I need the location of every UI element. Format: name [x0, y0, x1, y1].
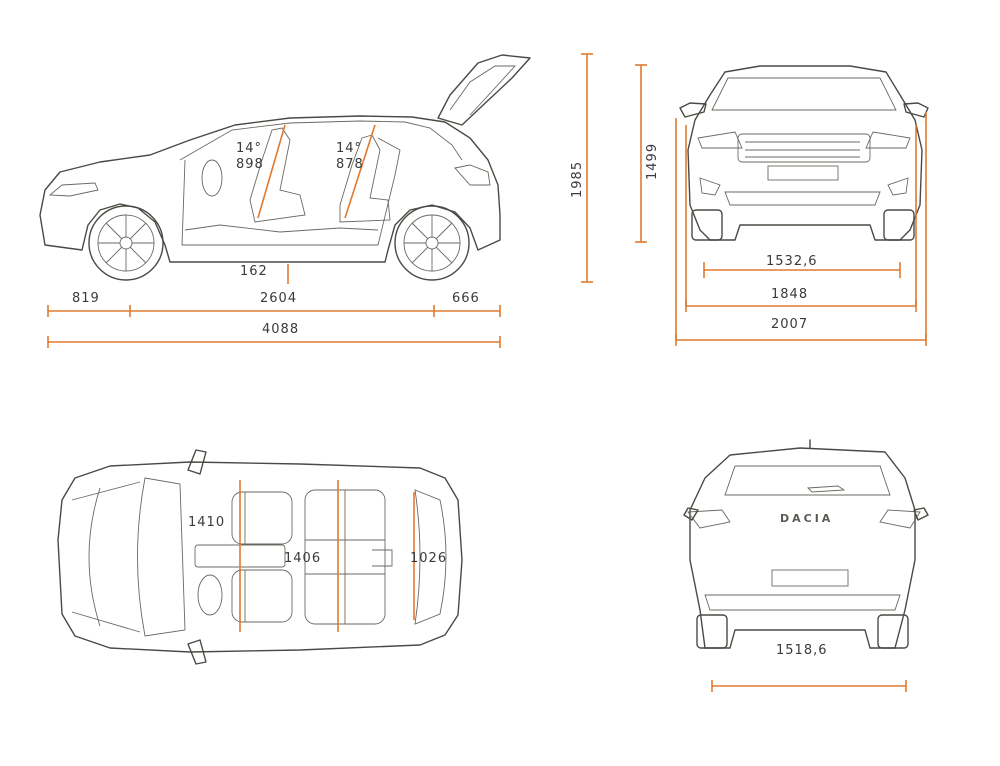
rear-view-bumper: [704, 594, 901, 611]
side-view-front-seat: [249, 127, 306, 223]
side-view-taillight: [454, 164, 491, 186]
front-view-windshield: [711, 77, 897, 111]
top-view-front-right-seat: [231, 569, 293, 623]
front-view-right-tire: [883, 209, 915, 241]
front-view-grille: [737, 133, 871, 163]
rear-view-right-tire: [877, 614, 909, 649]
rear-view-spoiler-mark: [806, 485, 846, 493]
front-seat-angle-label: 14°: [236, 141, 262, 156]
length-dimension-lines: [47, 305, 501, 348]
front-seat-angle-line: [257, 124, 286, 219]
width-with-mirrors-label: 2007: [771, 317, 808, 332]
top-view-steering-wheel: [197, 574, 223, 616]
front-width-label: 1848: [771, 287, 808, 302]
rear-view-plate: [771, 569, 849, 587]
side-view-cabin-floor: [181, 137, 401, 246]
side-view-window-line: [179, 120, 463, 161]
front-view-left-tire: [691, 209, 723, 241]
overall-length-label: 4088: [262, 322, 299, 337]
rear-seat-height-label: 878: [336, 157, 364, 172]
side-view-front-wheel: [88, 205, 164, 281]
top-view-right-mirror: [187, 639, 207, 665]
rear-view-left-taillight: [687, 509, 731, 529]
front-view-body-outline: [687, 65, 923, 241]
front-width-dimension-lines: [675, 112, 927, 346]
rear-view-badge: DACIA: [780, 512, 833, 525]
side-view-body-outline: [39, 115, 501, 263]
top-view-front-left-seat: [231, 491, 293, 545]
rear-overhang-label: 666: [452, 291, 480, 306]
rear-view-right-mirror: [913, 507, 929, 521]
top-view-hood: [71, 481, 141, 633]
front-track-label: 1532,6: [766, 254, 818, 269]
front-view-plate: [767, 165, 839, 181]
top-view-left-mirror: [187, 449, 207, 475]
side-view-rear-seat: [339, 134, 391, 223]
front-elbow-width-label: 1410: [188, 515, 225, 530]
front-view-left-mirror: [679, 102, 707, 118]
rear-view-rear-window: [724, 465, 891, 496]
side-view-rear-wheel: [394, 205, 470, 281]
ground-clearance-label: 162: [240, 264, 268, 279]
rear-view-body-outline: [689, 447, 916, 649]
top-view: 1410 1406 1026: [57, 449, 463, 665]
side-view: 14° 898 14° 878 162 819 2604 666 4088 19…: [39, 53, 593, 348]
rear-view: DACIA 1518,6: [683, 439, 929, 692]
rear-view-left-tire: [696, 614, 728, 649]
front-height-label: 1499: [645, 143, 660, 180]
side-view-open-tailgate: [437, 54, 531, 126]
rear-track-label: 1518,6: [776, 643, 828, 658]
top-view-windshield: [137, 477, 186, 637]
front-seat-height-label: 898: [236, 157, 264, 172]
rear-elbow-width-label: 1406: [284, 551, 321, 566]
rear-view-right-taillight: [879, 509, 921, 529]
top-view-rear-glass: [414, 489, 447, 625]
tailgate-height-label: 1985: [570, 161, 585, 198]
side-view-headlight: [48, 182, 99, 197]
front-view: 1499 1532,6 1848 2007: [635, 64, 929, 346]
front-view-left-headlight: [697, 131, 743, 149]
top-view-body-outline: [57, 461, 463, 653]
front-view-right-headlight: [865, 131, 911, 149]
rear-seat-angle-line: [344, 124, 376, 219]
front-view-lower-grille: [724, 191, 881, 206]
front-overhang-label: 819: [72, 291, 100, 306]
rear-seat-angle-label: 14°: [336, 141, 362, 156]
trunk-width-label: 1026: [410, 551, 447, 566]
wheelbase-label: 2604: [260, 291, 297, 306]
front-view-right-mirror: [903, 102, 929, 118]
rear-view-left-mirror: [683, 507, 699, 521]
side-view-steering-wheel: [201, 159, 223, 197]
